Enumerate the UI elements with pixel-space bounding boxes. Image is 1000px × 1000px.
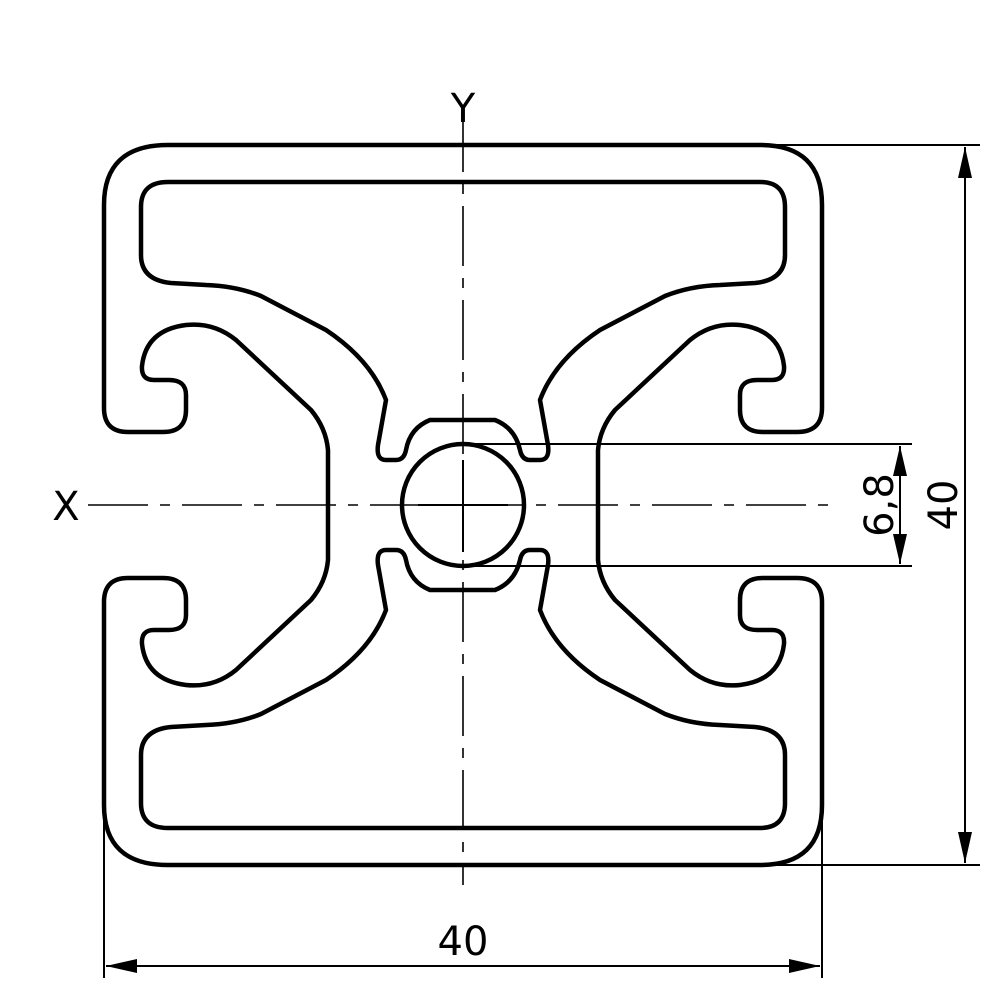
x-axis-label: X [52,484,79,530]
height-dimension-label: 40 [921,480,967,531]
bore-dimension-label: 6,8 [857,473,903,537]
bore-dim-arrow-bottom [893,534,907,564]
width-dim-arrow-right [789,959,820,973]
height-dim-arrow-top [958,147,972,178]
width-dimension-label: 40 [438,919,489,965]
bottom-cavity [138,547,788,831]
top-cavity [138,179,788,463]
y-axis-label: Y [450,86,476,132]
bore-dim-arrow-top [893,446,907,476]
width-dim-arrow-left [106,959,137,973]
height-dim-arrow-bottom [958,832,972,863]
